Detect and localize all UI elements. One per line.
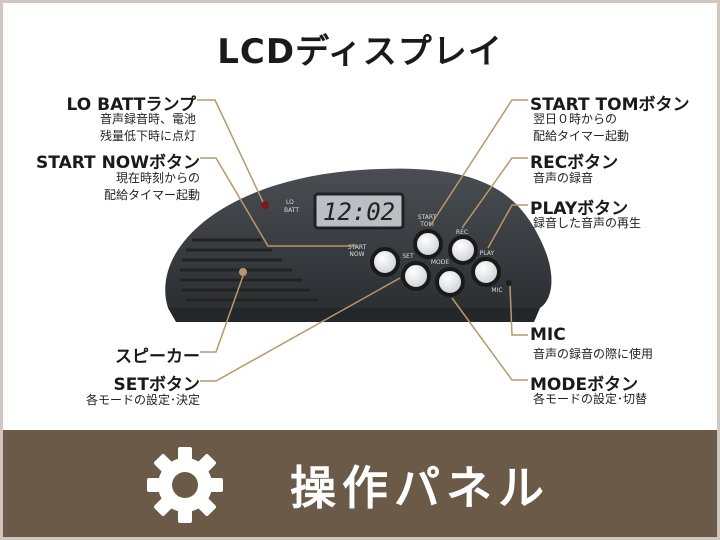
start-now-button <box>370 247 400 277</box>
lo-batt-lamp <box>261 201 269 209</box>
speaker-marker-dot <box>239 268 247 276</box>
play-button <box>471 257 501 287</box>
start-now-label: START NOWボタン <box>36 153 200 173</box>
mic-hole <box>506 280 512 286</box>
svg-text:START: START <box>418 214 437 221</box>
rec-label: RECボタン <box>530 153 619 173</box>
device-illustration: 12:02 LO BATT START NOW START TOM REC PL… <box>165 99 552 382</box>
footer-title: 操作パネル <box>290 461 550 515</box>
lcd-screen <box>313 192 405 230</box>
svg-text:NOW: NOW <box>349 251 364 258</box>
lo-batt-label: LO BATTランプ <box>66 95 196 115</box>
lcd-readout: 12:02 <box>323 198 395 226</box>
rec-desc: 音声の録音 <box>533 171 594 185</box>
mic-label: MIC <box>530 325 566 345</box>
svg-text:MIC: MIC <box>491 287 502 294</box>
svg-text:REC: REC <box>456 229 468 236</box>
svg-text:MODE: MODE <box>431 259 450 266</box>
footer-banner <box>0 430 720 540</box>
play-label: PLAYボタン <box>530 199 629 219</box>
mic-desc: 音声の録音の際に使用 <box>533 347 654 361</box>
lo-batt-desc: 音声録音時、電池 残量低下時に点灯 <box>99 112 196 143</box>
mode-label: MODEボタン <box>530 375 639 395</box>
speaker-label: スピーカー <box>115 347 200 367</box>
mode-button <box>435 267 465 297</box>
svg-text:TOM: TOM <box>419 221 434 228</box>
start-tom-desc: 翌日０時からの 配給タイマー起動 <box>533 112 630 143</box>
start-now-desc: 現在時刻からの 配給タイマー起動 <box>103 171 200 202</box>
start-tom-label: START TOMボタン <box>530 95 690 115</box>
mode-desc: 各モードの設定･切替 <box>533 392 648 406</box>
leader-lines <box>197 99 528 382</box>
rec-button <box>448 235 478 265</box>
svg-text:START: START <box>348 244 367 251</box>
play-desc: 録音した音声の再生 <box>533 216 642 230</box>
start-tom-button <box>413 229 443 259</box>
svg-text:LO: LO <box>286 199 294 206</box>
set-button <box>401 261 431 291</box>
svg-text:PLAY: PLAY <box>480 250 495 257</box>
set-desc: 各モードの設定･決定 <box>85 393 200 407</box>
svg-text:SET: SET <box>402 253 414 260</box>
page-title: LCDディスプレイ <box>217 32 503 72</box>
svg-text:BATT: BATT <box>284 207 299 214</box>
device-base <box>168 308 540 322</box>
set-label: SETボタン <box>113 375 200 395</box>
